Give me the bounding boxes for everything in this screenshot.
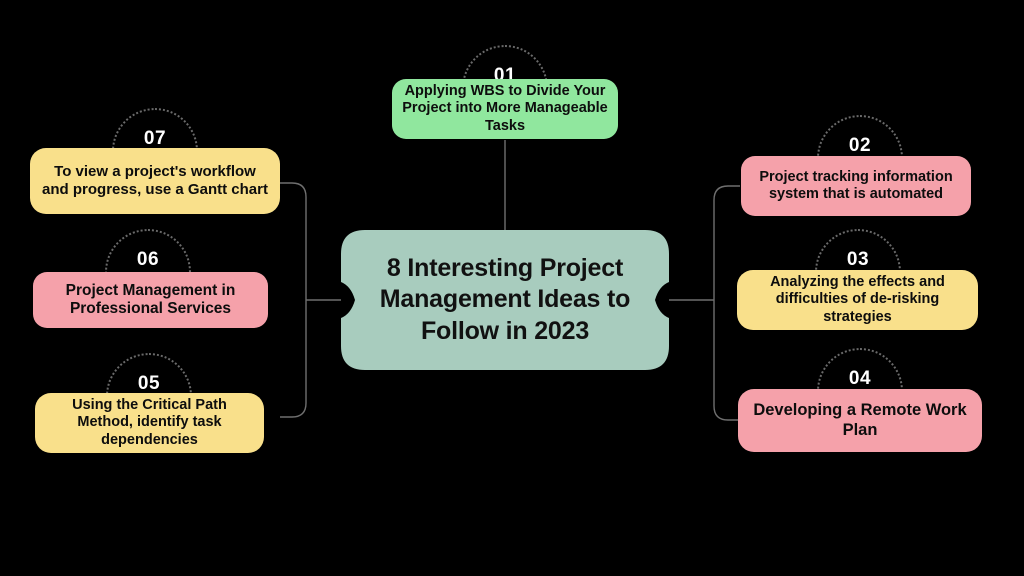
branch-node-07[interactable]: To view a project's workflow and progres… xyxy=(30,148,280,214)
center-title: 8 Interesting Project Management Ideas t… xyxy=(379,253,631,345)
branch-label-01: Applying WBS to Divide Your Project into… xyxy=(402,83,608,134)
branch-number-06: 06 xyxy=(136,249,160,270)
connector-left-spine xyxy=(280,182,307,418)
branch-label-06: Project Management in Professional Servi… xyxy=(65,281,236,317)
branch-node-03[interactable]: Analyzing the effects and difficulties o… xyxy=(737,270,978,330)
branch-node-02[interactable]: Project tracking information system that… xyxy=(741,156,971,216)
branch-number-05: 05 xyxy=(137,373,161,394)
branch-node-05[interactable]: Using the Critical Path Method, identify… xyxy=(35,393,264,453)
branch-label-07: To view a project's workflow and progres… xyxy=(42,163,268,198)
badge-04: 04 xyxy=(817,348,903,434)
branch-label-05: Using the Critical Path Method, identify… xyxy=(72,397,227,448)
badge-02: 02 xyxy=(817,115,903,201)
center-node-shape xyxy=(341,230,669,370)
badge-03: 03 xyxy=(815,229,901,315)
branch-label-04: Developing a Remote Work Plan xyxy=(753,401,967,439)
branch-number-03: 03 xyxy=(846,249,870,270)
badge-05: 05 xyxy=(106,353,192,439)
badge-07: 07 xyxy=(112,108,198,194)
branch-label-03: Analyzing the effects and difficulties o… xyxy=(770,274,945,325)
branch-number-04: 04 xyxy=(848,368,872,389)
branch-number-07: 07 xyxy=(143,128,167,149)
branch-node-01[interactable]: Applying WBS to Divide Your Project into… xyxy=(392,79,618,139)
badge-06: 06 xyxy=(105,229,191,315)
branch-number-02: 02 xyxy=(848,135,872,156)
branch-node-06[interactable]: Project Management in Professional Servi… xyxy=(33,272,268,328)
center-node[interactable]: 8 Interesting Project Management Ideas t… xyxy=(341,230,669,370)
branch-label-02: Project tracking information system that… xyxy=(759,168,953,202)
branch-node-04[interactable]: Developing a Remote Work Plan xyxy=(738,389,982,452)
